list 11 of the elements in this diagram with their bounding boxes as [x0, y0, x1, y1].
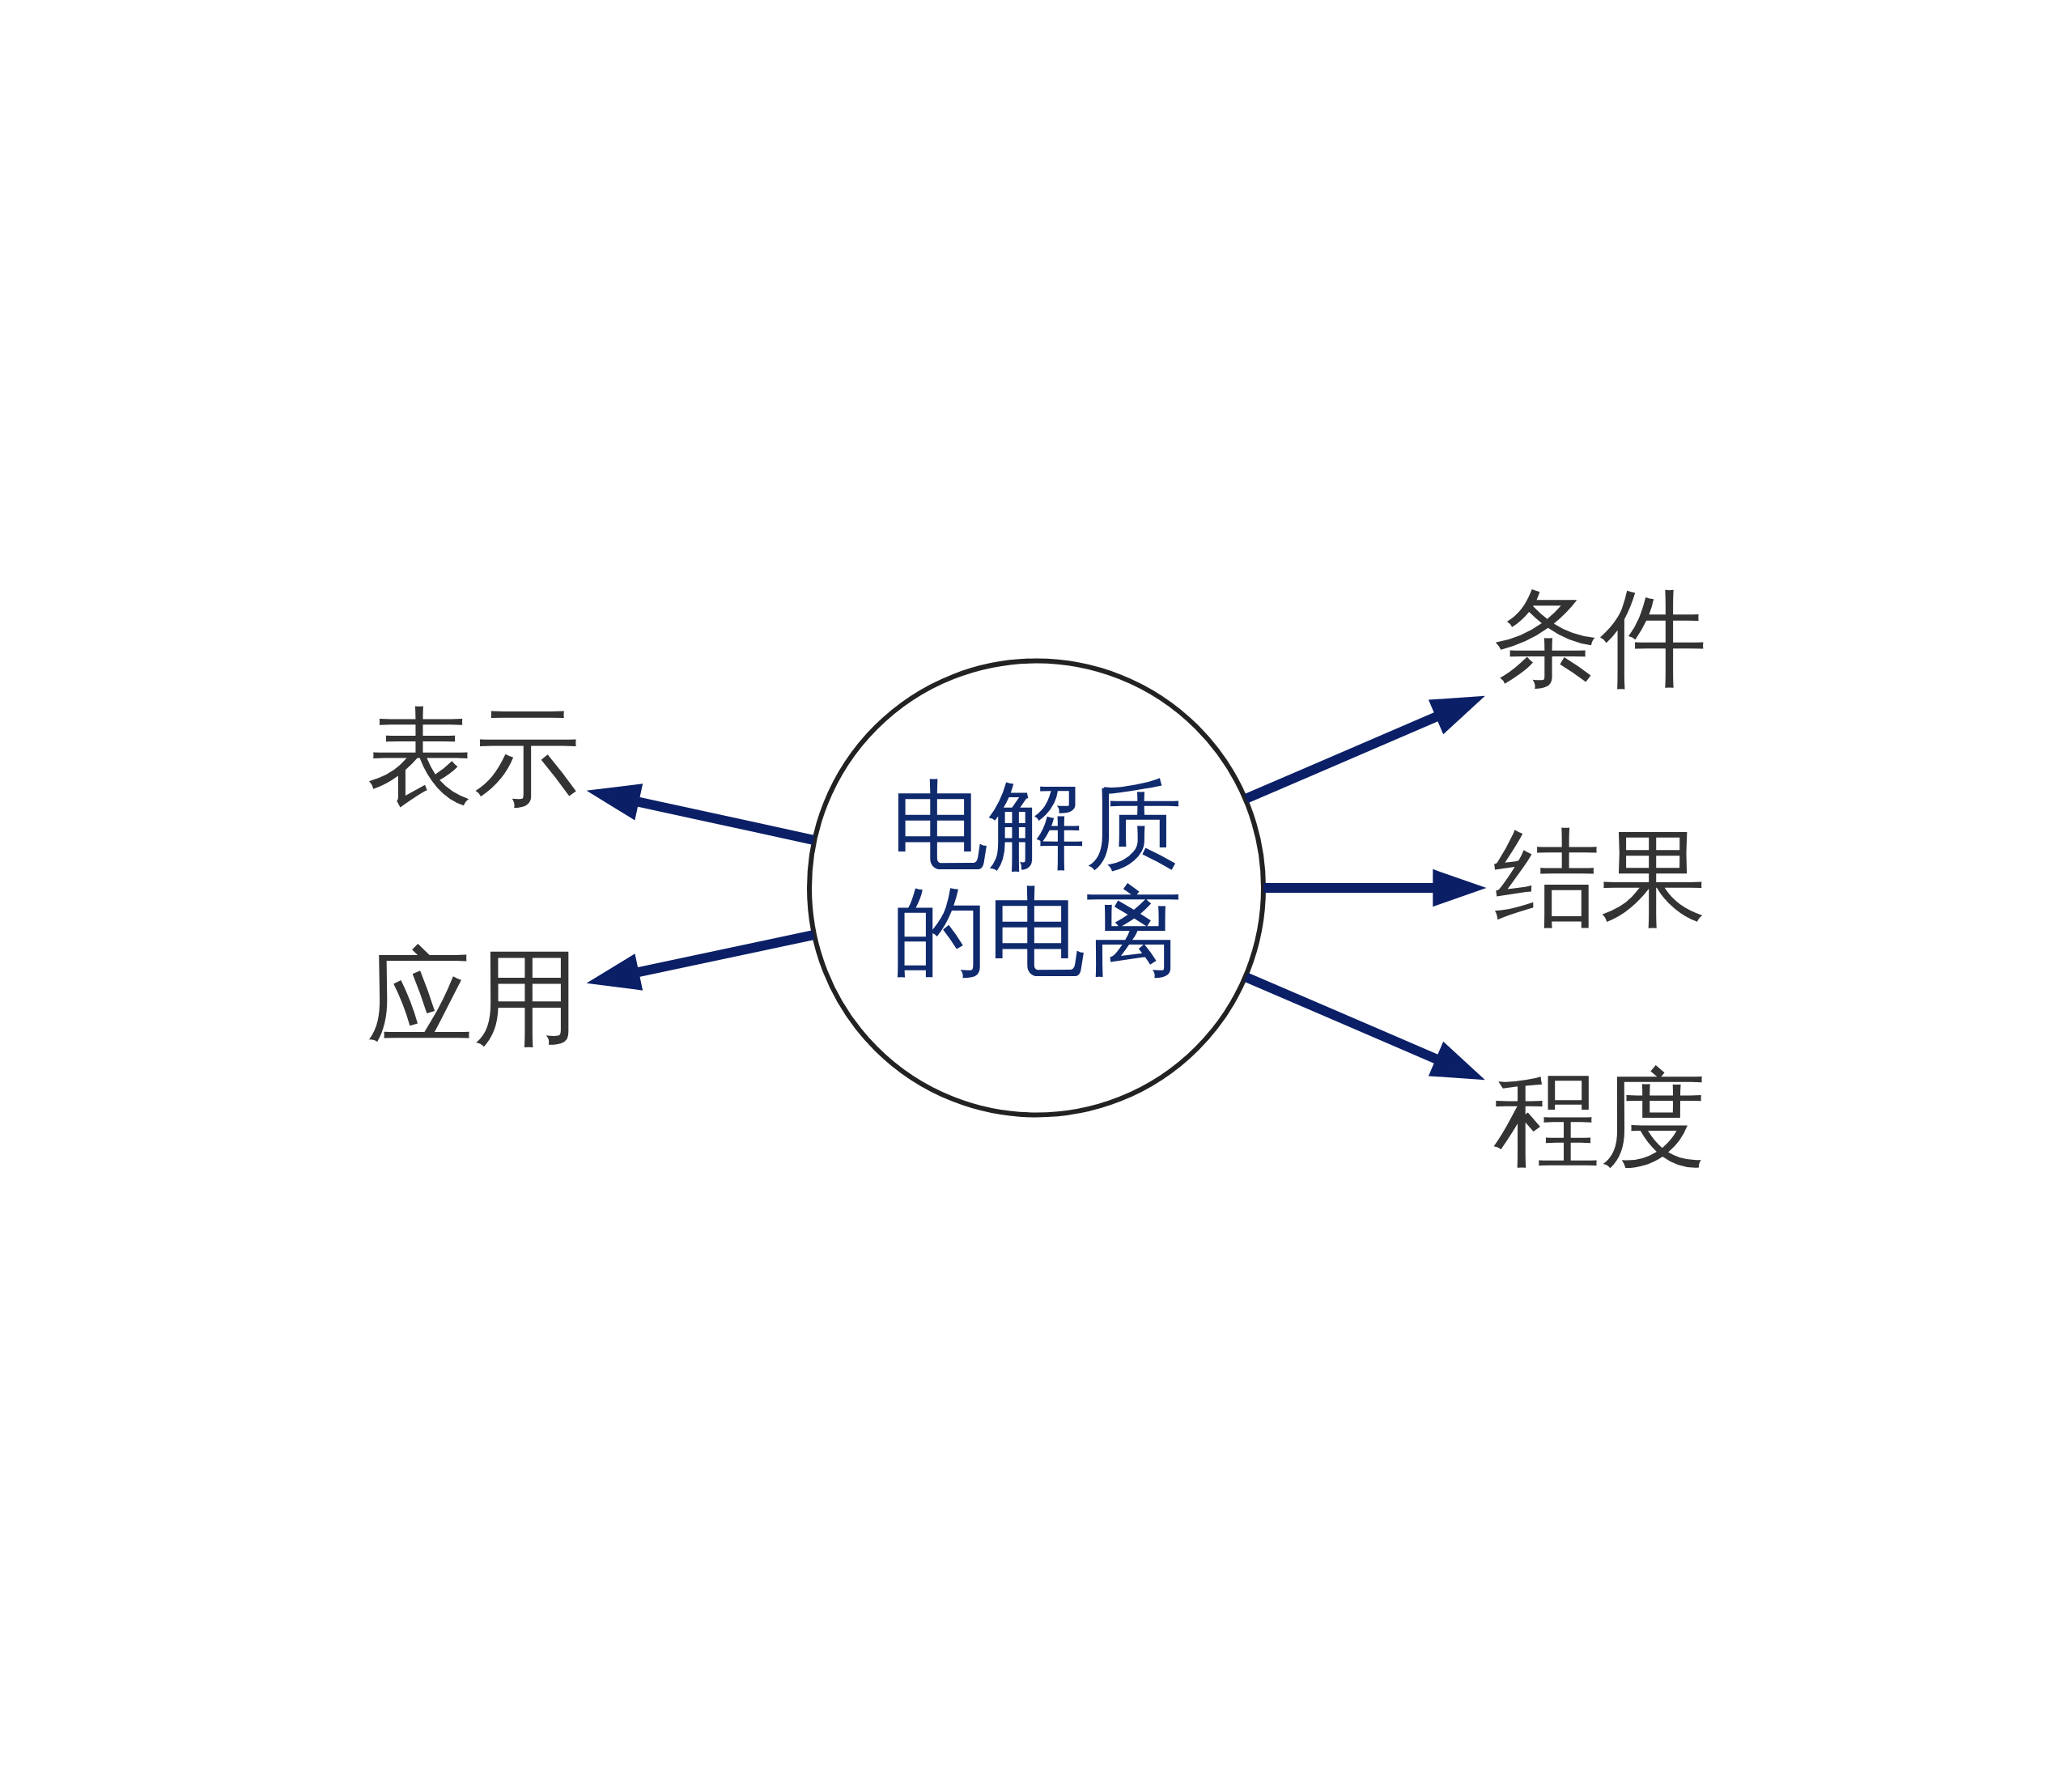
arrow [1243, 695, 1485, 803]
arrow [586, 783, 814, 845]
node-text: 表示 [366, 694, 580, 819]
node-text: 程度 [1492, 1055, 1706, 1181]
arrow [1243, 972, 1485, 1080]
arrow [1263, 868, 1486, 907]
node-text: 结果 [1492, 815, 1706, 941]
arrow [586, 929, 814, 991]
node-text: 应用 [366, 934, 580, 1059]
node-text: 条件 [1492, 575, 1706, 700]
node-circle: 电解质的电离 [806, 658, 1266, 1117]
